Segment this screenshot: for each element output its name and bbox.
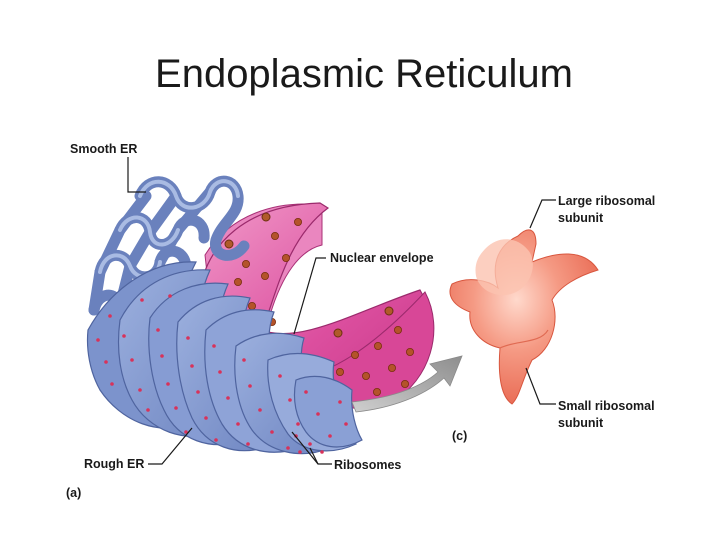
small-subunit-label-line1: Small ribosomal (558, 399, 655, 413)
ribosome-dots (96, 294, 348, 454)
ribosome-shape (449, 229, 599, 405)
rough-er-label: Rough ER (84, 457, 144, 471)
smooth-er-label: Smooth ER (70, 142, 137, 156)
nuclear-envelope-label: Nuclear envelope (330, 251, 434, 265)
rough-er-shape (86, 261, 363, 455)
large-subunit-label-line1: Large ribosomal (558, 194, 655, 208)
panel-c-label: (c) (452, 429, 467, 443)
slide-title: Endoplasmic Reticulum (155, 52, 573, 96)
ribosomes-label: Ribosomes (334, 458, 401, 472)
zoom-arrow (351, 355, 463, 413)
leader-lines (127, 157, 556, 465)
large-subunit-label-line2: subunit (558, 211, 604, 225)
small-subunit-label-line2: subunit (558, 416, 604, 430)
panel-a-label: (a) (66, 486, 81, 500)
